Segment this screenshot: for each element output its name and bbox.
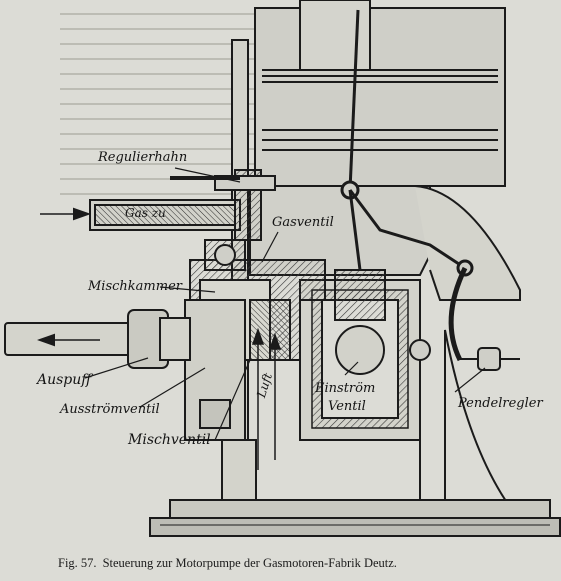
base-plate <box>149 499 561 537</box>
label-ausstroemventil: Ausströmventil <box>60 402 160 417</box>
cylinder-body <box>254 0 506 187</box>
label-gas-zu: Gas zu <box>125 206 166 220</box>
pendulum-governor <box>460 347 520 371</box>
label-ventil: Ventil <box>328 399 366 414</box>
label-mischkammer: Mischkammer <box>88 279 182 294</box>
label-auspuff: Auspuff <box>37 372 92 388</box>
label-mischventil: Mischventil <box>128 432 211 448</box>
label-einstroem: Einström <box>315 381 376 396</box>
label-regulierhahn: Regulierhahn <box>98 150 188 165</box>
label-gasventil: Gasventil <box>272 215 334 230</box>
engine-diagram <box>4 0 561 537</box>
flow-arrows <box>251 327 282 470</box>
figure-caption: Fig. 57. Steuerung zur Motorpumpe der Gas… <box>58 556 403 571</box>
leader-lines <box>84 167 486 441</box>
label-pendelregler: Pendelregler <box>458 396 543 411</box>
gas-pipe <box>40 169 276 241</box>
exhaust-pipe <box>4 309 191 369</box>
figure-number: Fig. 57. <box>58 556 97 570</box>
figure-caption-text: Steuerung zur Motorpumpe der Gasmotoren-… <box>102 556 397 570</box>
linkage <box>334 9 474 375</box>
